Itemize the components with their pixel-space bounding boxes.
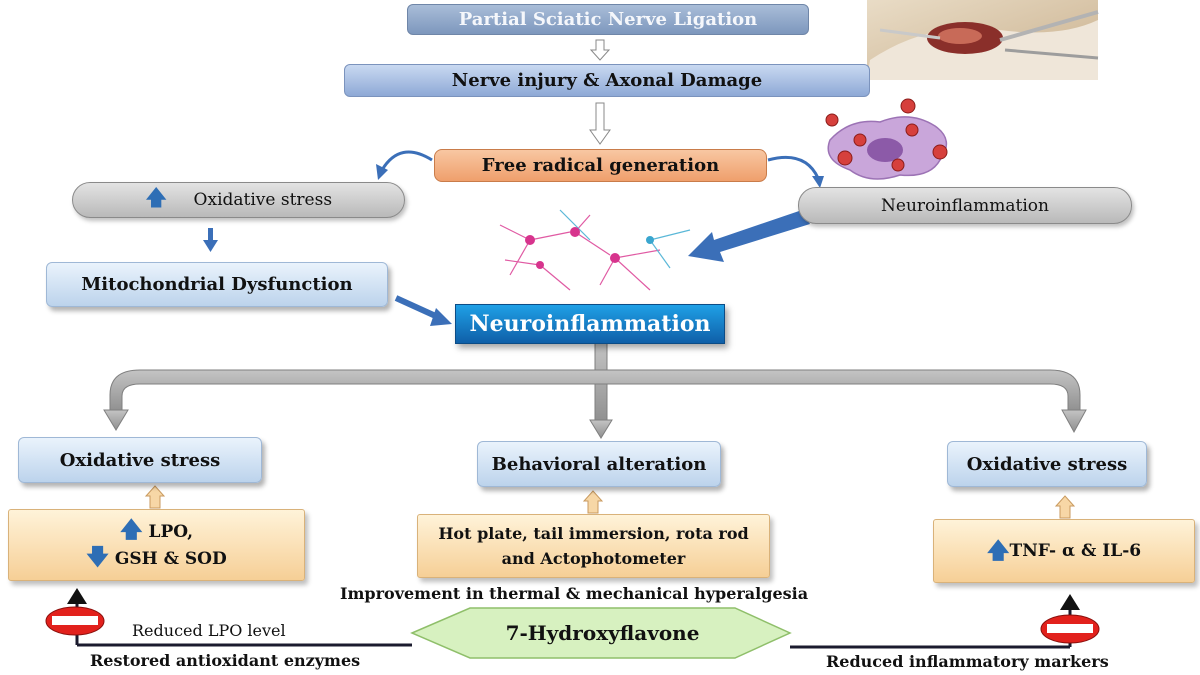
curved-arrow-left xyxy=(380,150,433,171)
black-up-arrow-left xyxy=(67,588,87,604)
lpo-row: 🡅 LPO, xyxy=(120,518,193,545)
tests-line-1: Hot plate, tail immersion, rota rod xyxy=(438,524,749,543)
black-up-arrow-right xyxy=(1060,594,1080,610)
up-arrow-icon: 🡅 xyxy=(986,537,1010,564)
gsh-sod-label: GSH & SOD xyxy=(114,549,227,569)
drug-label: 7-Hydroxyflavone xyxy=(505,621,700,645)
outcome-left-title: Oxidative stress xyxy=(59,449,221,471)
reduced-markers-text: Reduced inflammatory markers xyxy=(826,652,1109,671)
up-arrow-icon: 🡅 xyxy=(119,517,143,543)
outcome-right-title-box: Oxidative stress xyxy=(947,441,1147,487)
nerve-injury-box: Nerve injury & Axonal Damage xyxy=(344,64,870,97)
neuroinflammation-right-label: Neuroinflammation xyxy=(881,195,1049,216)
outcome-right-title: Oxidative stress xyxy=(966,453,1128,475)
curved-arrow-right-head xyxy=(812,176,824,188)
curved-arrow-right xyxy=(767,155,820,179)
tests-line-2: and Actophotometer xyxy=(501,549,686,568)
blue-arrow-mitochondria xyxy=(394,295,452,326)
blue-arrow-neuroinflammation xyxy=(688,210,810,262)
neuroinflammation-center-label: Neuroinflammation xyxy=(469,311,711,337)
lpo-label: LPO, xyxy=(148,522,193,542)
psnl-box: Partial Sciatic Nerve Ligation xyxy=(407,4,809,35)
neuroinflammation-right-box: Neuroinflammation xyxy=(798,187,1132,224)
free-radical-box: Free radical generation xyxy=(434,149,767,182)
outcome-center-title: Behavioral alteration xyxy=(491,453,707,475)
up-arrow-icon: 🡅 xyxy=(144,186,168,211)
outcome-right-detail-box: 🡅 TNF- α & IL-6 xyxy=(933,519,1195,583)
restored-enzymes-text: Restored antioxidant enzymes xyxy=(90,651,361,670)
oxidative-stress-top-label: Oxidative stress xyxy=(193,190,333,210)
drug-hexagon-shape xyxy=(410,607,792,659)
microglia-illustration xyxy=(825,98,948,180)
grey-distribution-arrows xyxy=(103,342,1087,439)
surgery-photo xyxy=(867,0,1099,80)
inhibit-sign-right xyxy=(1040,614,1100,644)
outcome-center-title-box: Behavioral alteration xyxy=(477,441,721,487)
nerve-injury-label: Nerve injury & Axonal Damage xyxy=(451,70,763,91)
gsh-sod-row: 🡇 GSH & SOD xyxy=(86,545,226,572)
oxidative-stress-top-box: 🡅 Oxidative stress xyxy=(72,182,405,218)
blue-down-arrow xyxy=(203,228,218,252)
mitochondrial-dysfunction-box: Mitochondrial Dysfunction xyxy=(46,262,388,307)
outcome-left-detail-box: 🡅 LPO, 🡇 GSH & SOD xyxy=(8,509,305,581)
reduced-lpo-text: Reduced LPO level xyxy=(132,621,286,640)
free-radical-label: Free radical generation xyxy=(481,155,720,176)
hollow-arrow-1 xyxy=(589,39,611,61)
curved-arrow-left-head xyxy=(376,164,388,180)
drug-hexagon: 7-Hydroxyflavone xyxy=(470,608,735,658)
cytokines-label: TNF- α & IL-6 xyxy=(1009,540,1142,561)
outcome-left-title-box: Oxidative stress xyxy=(18,437,262,483)
hollow-arrow-2 xyxy=(589,102,611,145)
neuron-network-illustration xyxy=(499,209,691,291)
neuroinflammation-center-box: Neuroinflammation xyxy=(455,304,725,344)
outcome-center-detail-box: Hot plate, tail immersion, rota rod and … xyxy=(417,514,770,578)
down-arrow-icon: 🡇 xyxy=(86,544,109,570)
inhibit-sign-left xyxy=(45,606,105,636)
psnl-label: Partial Sciatic Nerve Ligation xyxy=(458,9,758,30)
improvement-text: Improvement in thermal & mechanical hype… xyxy=(340,584,809,603)
mitochondrial-dysfunction-label: Mitochondrial Dysfunction xyxy=(81,274,353,295)
peach-up-arrows xyxy=(144,485,1076,519)
